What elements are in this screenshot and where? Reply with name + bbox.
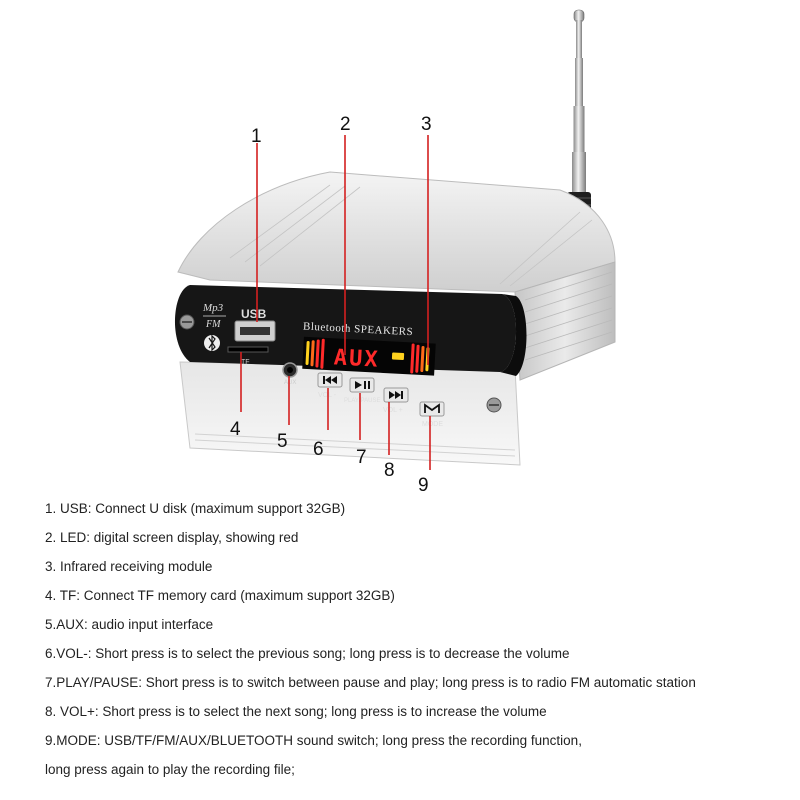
tf-label: TF	[241, 359, 250, 366]
note-aux: 5.AUX: audio input interface	[45, 617, 214, 632]
play-pause-label: PLAY/PAUSE	[344, 398, 380, 404]
callout-lines	[240, 135, 431, 470]
display-title: Bluetooth SPEAKERS	[303, 321, 414, 339]
callout-2: 2	[340, 114, 351, 135]
mode-label: MODE	[422, 421, 443, 428]
note-usb: 1. USB: Connect U disk (maximum support …	[45, 501, 346, 516]
prev-track-icon	[323, 376, 337, 384]
note-mode-continued: long press again to play the recording f…	[45, 762, 295, 777]
note-tf: 4. TF: Connect TF memory card (maximum s…	[45, 588, 395, 603]
note-mode: 9.MODE: USB/TF/FM/AUX/BLUETOOTH sound sw…	[45, 733, 582, 748]
note-led: 2. LED: digital screen display, showing …	[45, 530, 299, 545]
tf-slot[interactable]	[227, 346, 269, 353]
callout-9: 9	[418, 475, 429, 495]
led-readout: AUX	[333, 345, 380, 372]
callout-6: 6	[313, 439, 324, 460]
logo-top: Mp3	[202, 302, 224, 314]
usb-label: USB	[241, 307, 267, 321]
callout-8: 8	[384, 460, 395, 481]
screw-icon	[179, 314, 195, 330]
screw-icon	[486, 397, 502, 413]
led-bars-left	[305, 338, 325, 369]
mode-button[interactable]: MODE	[419, 401, 445, 428]
next-track-icon	[389, 391, 403, 399]
led-bars-right	[410, 343, 430, 374]
enclosure-top	[177, 171, 616, 293]
callout-3: 3	[421, 114, 432, 135]
callout-1: 1	[251, 126, 262, 147]
product-diagram: Mp3 FM USB TF AUX Bluetooth SPEAKERS AUX	[174, 9, 616, 495]
note-vol-minus: 6.VOL-: Short press is to select the pre…	[45, 646, 570, 661]
logo-bottom: FM	[205, 319, 221, 330]
aux-label: AUX	[284, 380, 296, 386]
vol-plus-button[interactable]: VOL +	[383, 387, 409, 414]
bluetooth-icon	[204, 334, 220, 352]
note-play-pause: 7.PLAY/PAUSE: Short press is to switch b…	[45, 675, 696, 690]
callout-5: 5	[277, 431, 288, 452]
play-pause-button[interactable]: PLAY/PAUSE	[344, 377, 380, 404]
base-plate	[179, 361, 521, 466]
vol-plus-label: VOL +	[383, 407, 403, 414]
mode-icon	[424, 403, 440, 413]
note-infrared: 3. Infrared receiving module	[45, 559, 213, 574]
play-pause-icon	[355, 381, 370, 389]
note-vol-plus: 8. VOL+: Short press is to select the ne…	[45, 704, 547, 719]
callout-4: 4	[230, 419, 241, 440]
callout-7: 7	[356, 447, 367, 468]
led-display: AUX	[302, 336, 436, 376]
